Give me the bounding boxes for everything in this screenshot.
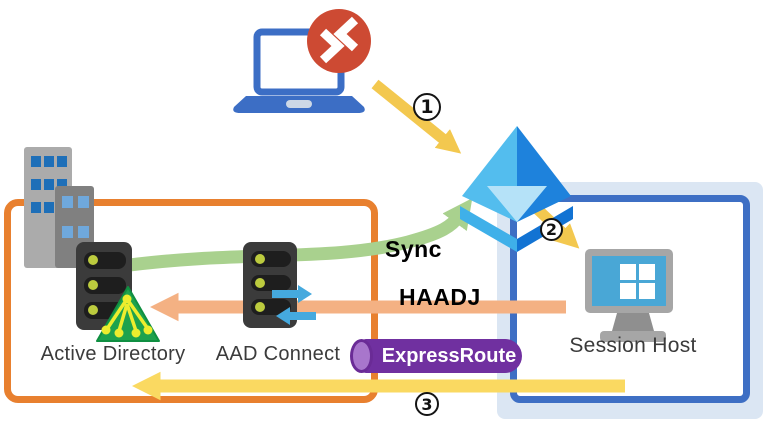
- expressroute-label: ExpressRoute: [381, 345, 517, 367]
- windows-logo-icon: [620, 264, 655, 299]
- step-2-badge: 2: [540, 218, 563, 241]
- haadj-label: HAADJ: [399, 284, 481, 310]
- expressroute-cylinder-icon: [362, 339, 522, 373]
- arrow-step1: [371, 79, 462, 154]
- step-3-badge: 3: [415, 392, 439, 416]
- avd-remote-desktop-icon: [307, 9, 371, 73]
- ad-ds-triangle-icon: [96, 286, 160, 342]
- sync-label: Sync: [385, 236, 442, 262]
- aad-connect-server-icon: [243, 242, 316, 328]
- sync-arrows-icon: [272, 285, 316, 325]
- session-host-monitor-icon: [585, 249, 673, 342]
- aad-connect-label: AAD Connect: [215, 343, 341, 365]
- step-1-badge: 1: [413, 93, 441, 121]
- session-host-label: Session Host: [569, 334, 697, 357]
- building-icon: [24, 147, 94, 268]
- active-directory-label: Active Directory: [40, 343, 186, 365]
- sync-arrow: [121, 198, 473, 273]
- expressroute-cylinder-cap: [350, 339, 373, 373]
